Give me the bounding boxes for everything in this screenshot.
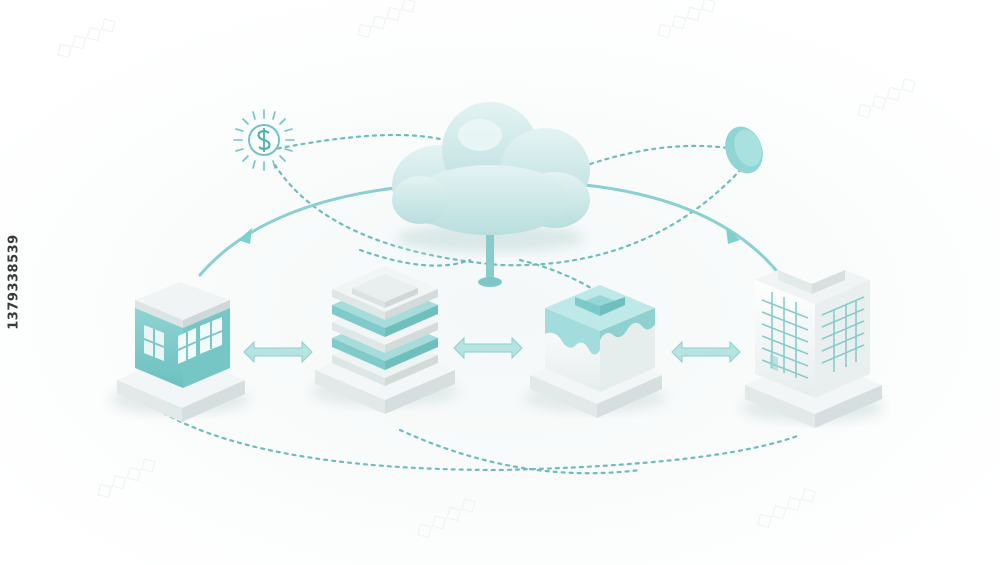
tower-building — [740, 256, 884, 428]
arc-arrow-left — [238, 228, 252, 244]
disc-icon — [725, 126, 763, 174]
connection-arcs — [198, 183, 782, 277]
data-cube — [523, 285, 667, 418]
double-arrow-icon — [243, 336, 741, 364]
server-stack — [310, 266, 460, 414]
arc-arrow-right — [726, 228, 740, 244]
office-building — [110, 282, 250, 422]
dollar-coin-icon — [233, 109, 295, 171]
cloud-icon — [392, 102, 590, 287]
stock-id-text: 1379338539 — [6, 234, 22, 330]
